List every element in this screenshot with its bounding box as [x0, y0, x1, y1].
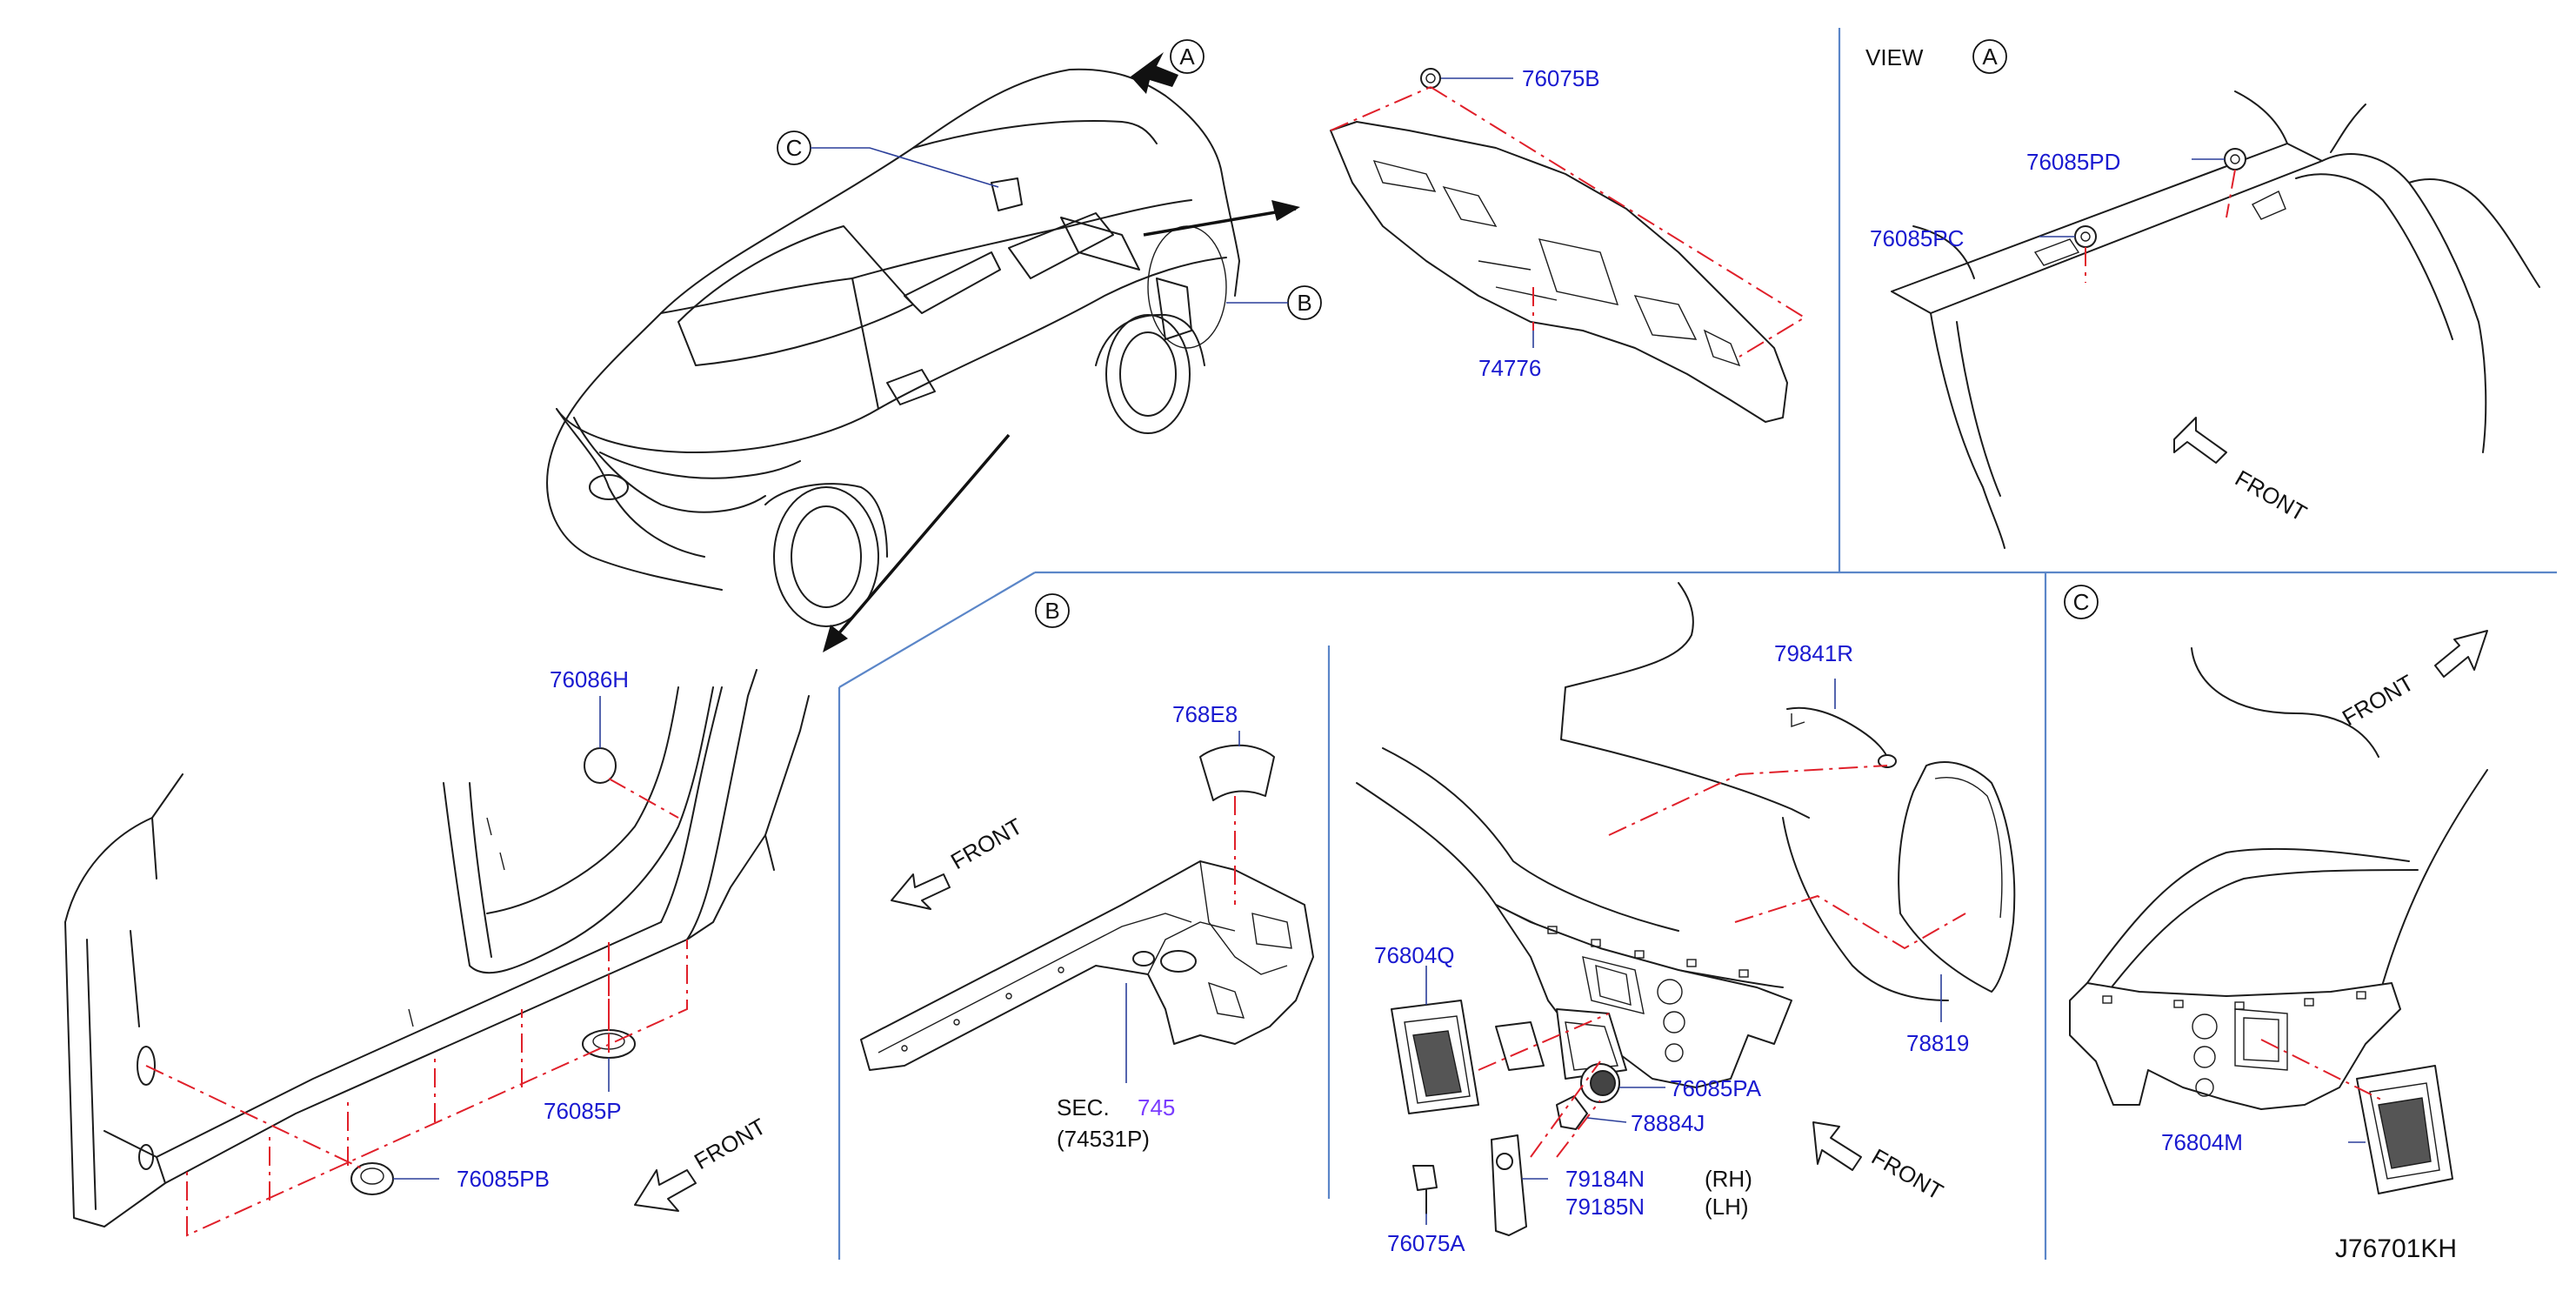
side-rh: (RH): [1705, 1166, 1752, 1192]
label-76804Q: 76804Q: [1374, 942, 1455, 968]
callout-a-text: A: [1179, 43, 1195, 70]
label-76085PB: 76085PB: [457, 1166, 550, 1192]
label-768E8: 768E8: [1172, 701, 1238, 727]
label-79841R: 79841R: [1774, 640, 1853, 666]
callout-b-overview: B: [1226, 285, 1322, 320]
view-a-drawing: [1891, 90, 2540, 549]
view-a-front-label: FRONT: [2231, 465, 2312, 526]
label-74776: 74776: [1478, 355, 1541, 381]
wheelhouse-c: [2069, 630, 2488, 1194]
label-76085PC: 76085PC: [1870, 225, 1964, 251]
label-79184N: 79184N: [1565, 1166, 1645, 1192]
label-76075A: 76075A: [1387, 1230, 1465, 1256]
wheelhouse-b: [1356, 582, 2016, 1236]
label-76085PA: 76085PA: [1670, 1075, 1762, 1101]
trim-panel-74776: [1330, 68, 1806, 423]
sill-front-label: FRONT: [690, 1113, 771, 1174]
panel-c-callout-text: C: [2073, 589, 2090, 615]
diagram-code: J76701KH: [2335, 1234, 2457, 1263]
view-a-title: VIEW: [1865, 44, 1924, 70]
callout-b-text: B: [1297, 290, 1311, 316]
panel-b-callout-text: B: [1044, 598, 1059, 624]
label-78884J: 78884J: [1631, 1110, 1705, 1136]
callout-a: A: [1170, 39, 1205, 74]
label-76086H: 76086H: [550, 666, 629, 692]
panel-c-front-label: FRONT: [2338, 669, 2419, 731]
panel-b-left-front-label: FRONT: [946, 813, 1027, 874]
sec-sub: (74531P): [1057, 1126, 1150, 1152]
sec-number: 745: [1138, 1094, 1175, 1120]
label-76085P: 76085P: [544, 1098, 622, 1124]
label-76085PD: 76085PD: [2026, 149, 2120, 175]
vehicle-overview: [546, 52, 1300, 652]
view-a-callout-text: A: [1982, 43, 1998, 70]
panel-b-callout: B: [1035, 593, 1070, 628]
sec-word: SEC.: [1057, 1094, 1110, 1120]
side-lh: (LH): [1705, 1194, 1749, 1220]
callout-c-text: C: [786, 135, 803, 161]
side-sill-structure: [64, 669, 810, 1237]
member-sec-745: [860, 731, 1314, 1083]
label-79185N: 79185N: [1565, 1194, 1645, 1220]
label-76804M: 76804M: [2161, 1129, 2243, 1155]
label-78819: 78819: [1906, 1030, 1969, 1056]
view-a-callout: A: [1972, 39, 2007, 74]
panel-c-callout: C: [2064, 585, 2099, 619]
panel-dividers: [838, 28, 2557, 1260]
callout-c-overview: C: [777, 130, 999, 188]
panel-b-right-front-label: FRONT: [1867, 1143, 1948, 1205]
label-76075B: 76075B: [1522, 65, 1600, 91]
